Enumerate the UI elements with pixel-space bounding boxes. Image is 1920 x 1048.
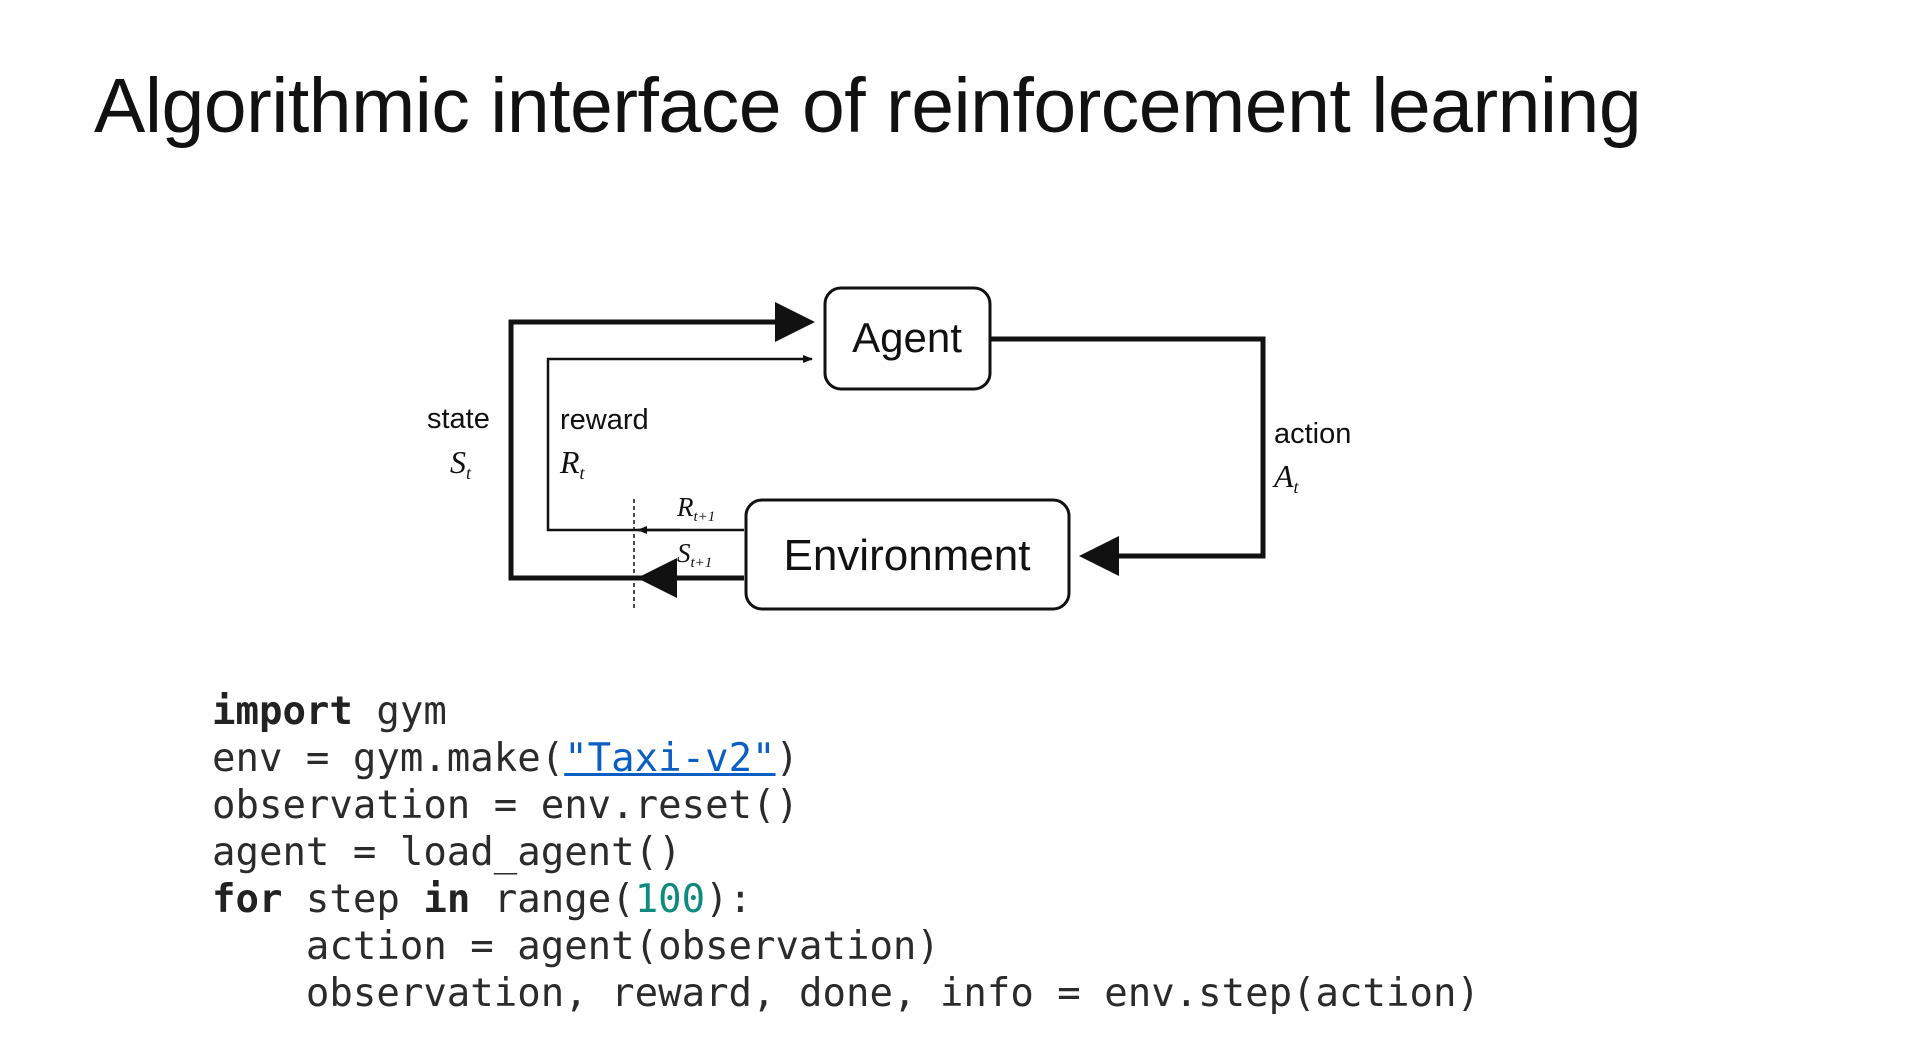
code-token: agent = load_agent() [212,830,682,875]
next-reward-symbol: Rt+1 [676,492,715,525]
code-token: ) [775,736,800,781]
code-line: agent = load_agent() [212,829,1480,876]
code-line: env = gym.make("Taxi-v2") [212,735,1480,782]
action-symbol: At [1272,458,1300,497]
code-token: env = gym.make( [212,736,565,781]
code-token: step [282,877,424,922]
code-token: range( [470,877,635,922]
code-line: for step in range(100): [212,876,1480,923]
reward-symbol: Rt [559,444,586,483]
slide-title: Algorithmic interface of reinforcement l… [94,63,1642,149]
code-keyword: for [212,877,283,922]
code-token: ): [705,877,753,922]
code-line: observation = env.reset() [212,782,1480,829]
code-keyword: in [423,877,471,922]
state-symbol: St [450,444,472,483]
action-label: action [1274,418,1351,450]
code-token: observation = env.reset() [212,783,799,828]
code-token: gym [352,689,447,734]
code-line: observation, reward, done, info = env.st… [212,970,1480,1017]
code-line: import gym [212,688,1480,735]
environment-label: Environment [783,531,1030,580]
next-state-symbol: St+1 [677,538,712,571]
agent-label: Agent [852,314,962,361]
reward-label: reward [560,404,649,436]
code-number: 100 [634,877,706,922]
code-token: observation, reward, done, info = env.st… [212,971,1480,1016]
action-arrow [990,336,1266,576]
code-keyword: import [212,689,353,734]
code-line: action = agent(observation) [212,923,1480,970]
state-arrow [508,302,815,581]
code-token: action = agent(observation) [212,924,940,969]
state-label: state [427,403,490,435]
environment-box [744,498,1071,611]
code-string-link[interactable]: "Taxi-v2" [564,736,776,781]
